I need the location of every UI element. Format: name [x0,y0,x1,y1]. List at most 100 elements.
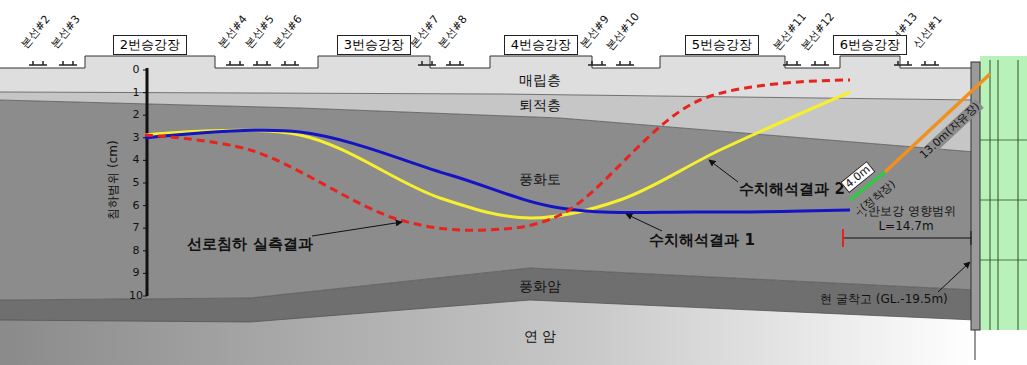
track-symbol [921,61,939,65]
curve-label: 수치해석결과 2 [739,181,845,198]
track-symbol [616,61,634,65]
drawing-part [33,61,43,65]
drawing-part [783,64,801,66]
axis-number: 4 [133,154,140,166]
track-symbol [281,61,299,65]
axis-number: 3 [133,132,140,144]
track-name: 본선#8 [436,13,470,50]
layer-name: 매립층 [519,73,561,88]
track-symbol [783,61,801,65]
leader-line [626,214,662,231]
drawing-part [143,273,147,274]
track-symbol [253,61,271,65]
track-name: 본선#10 [604,11,642,53]
analysis-curve-2 [145,92,850,218]
dimension-tick [971,231,972,245]
track-symbol [226,61,244,65]
drawing-part [143,296,147,297]
strut-line [980,140,1027,141]
platform-box: 2번승강장 [113,35,187,55]
strut-line [980,260,1027,261]
structure-line [998,60,999,330]
platform-name: 5번승강장 [692,37,752,52]
platform-name: 3번승강장 [344,37,404,52]
drawing-part [63,61,73,65]
track-symbol [811,61,829,65]
drawing-part [143,160,147,161]
drawing-part [143,115,147,116]
drawing-part [143,228,147,229]
track-name: 본선#6 [271,13,305,50]
platform-box: 5번승강장 [685,35,759,55]
dimension-line [843,238,971,239]
drawing-part [143,70,147,71]
dimension-tick [842,229,844,247]
drawing-part [921,64,939,66]
curve-label: 수치해석결과 1 [649,232,755,249]
structure-line [990,60,991,330]
track-symbol [588,61,606,65]
settlement-axis [143,68,147,296]
drawing-part [894,64,912,66]
drawing-part [146,68,149,296]
drawing-part [446,64,464,66]
leader-line [938,262,970,292]
axis-number: 7 [133,222,140,234]
drawing-part [898,61,908,65]
dimension-value: L=14.7m [876,220,935,233]
platform-box: 6번승강장 [833,35,907,55]
structure-line [1018,60,1019,330]
drawing-part [281,64,299,66]
layer-name: 풍화토 [519,172,561,187]
platform-name: 4번승강장 [511,37,571,52]
layer-name: 풍화암 [519,279,561,294]
drawing-part [257,61,267,65]
axis-number: 1 [133,87,140,99]
axis-number: 2 [133,109,140,121]
axis-number: 10 [129,290,143,302]
layer-name: 퇴적층 [519,98,561,113]
excavation-ground [975,330,1027,365]
drawing-part [811,64,829,66]
ground-surface [0,56,975,68]
strut-line [980,200,1027,201]
axis-number: 6 [133,200,140,212]
platform-name: 2번승강장 [120,37,180,52]
drawing-part [59,64,77,66]
drawing-part [815,61,825,65]
excavation-label: 현 굴착고 (GL.-19.5m) [820,293,948,306]
drawing-part [592,61,602,65]
drawing-part [787,61,797,65]
track-symbol [418,61,436,65]
drawing-part [143,205,147,206]
drawing-part [226,64,244,66]
drawing-part [925,61,935,65]
structure-panel [980,56,1027,330]
drawing-part [418,64,436,66]
curve-label: 선로침하 실측결과 [187,236,312,253]
drawing-part [588,64,606,66]
drawing-part [285,61,295,65]
leader-line [312,222,402,236]
axis-number: 5 [133,177,140,189]
track-symbol [894,61,912,65]
drawing-part [143,92,147,93]
measured-curve [145,80,850,230]
platform-name: 6번승강장 [840,37,900,52]
axis-number: 9 [133,267,140,279]
drawing-part [29,64,47,66]
drawing-part [616,64,634,66]
drawing-part [230,61,240,65]
track-symbol [59,61,77,65]
anchor-free-length [885,74,990,172]
track-name: 본선#2 [19,13,53,50]
track-symbol [446,61,464,65]
drawing-part [143,250,147,251]
track-name: 본선#3 [49,13,83,50]
axis-number: 8 [133,245,140,257]
layer-name: 연 암 [524,329,556,344]
axis-title: 침하범위 (cm) [107,140,120,219]
drawing-part [253,64,271,66]
drawing-part [422,61,432,65]
